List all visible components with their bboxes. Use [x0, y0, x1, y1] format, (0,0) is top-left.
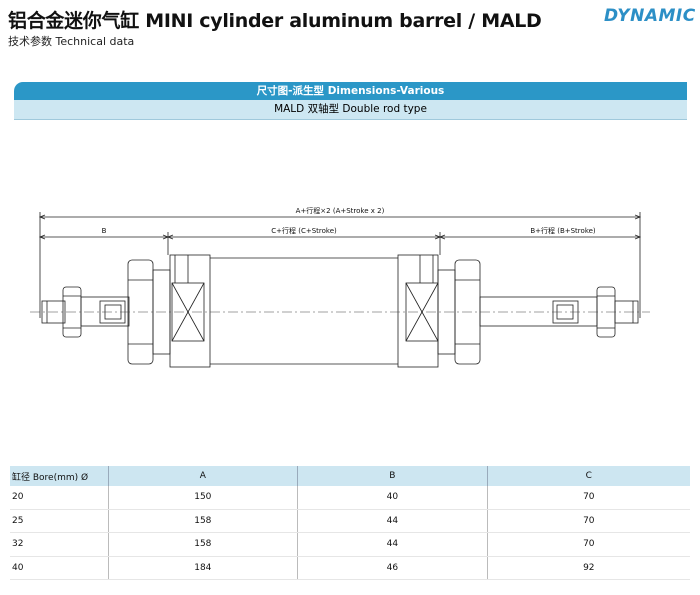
- cell-b: 46: [297, 556, 488, 580]
- cell-bore: 20: [10, 486, 109, 510]
- section-band-subtitle: MALD 双轴型 Double rod type: [14, 100, 687, 120]
- cell-bore: 40: [10, 556, 109, 580]
- cell-b: 44: [297, 532, 488, 557]
- col-header-c: C: [487, 466, 690, 486]
- table-row: 25 158 44 70: [10, 509, 690, 533]
- cell-c: 70: [487, 532, 690, 557]
- cell-a: 158: [108, 509, 299, 533]
- cell-bore: 25: [10, 509, 109, 533]
- table-row: 20 150 40 70: [10, 486, 690, 510]
- dimension-table: 缸径 Bore(mm) Ø A B C 20 150 40 70 25 158 …: [10, 466, 690, 580]
- col-header-bore: 缸径 Bore(mm) Ø: [10, 466, 109, 486]
- section-band-title: 尺寸图-派生型 Dimensions-Various: [14, 82, 687, 100]
- cell-a: 150: [108, 486, 299, 510]
- cell-bore: 32: [10, 532, 109, 557]
- cylinder-drawing: A+行程×2 (A+Stroke x 2) B C+行程 (C+Stroke) …: [30, 206, 650, 368]
- dim-label-b-stroke: B+行程 (B+Stroke): [530, 226, 596, 235]
- dim-label-total: A+行程×2 (A+Stroke x 2): [296, 206, 385, 215]
- dim-label-c: C+行程 (C+Stroke): [271, 226, 337, 235]
- page-subtitle: 技术参数 Technical data: [8, 35, 135, 48]
- col-header-a: A: [108, 466, 299, 486]
- table-row: 40 184 46 92: [10, 556, 690, 580]
- cell-c: 92: [487, 556, 690, 580]
- col-header-b: B: [297, 466, 488, 486]
- cell-a: 184: [108, 556, 299, 580]
- brand-logo: DYNAMIC: [604, 6, 696, 26]
- page-title: 铝合金迷你气缸 MINI cylinder aluminum barrel / …: [8, 10, 542, 32]
- dim-label-b: B: [102, 227, 107, 235]
- cell-a: 158: [108, 532, 299, 557]
- cell-c: 70: [487, 509, 690, 533]
- cell-b: 44: [297, 509, 488, 533]
- table-header-row: 缸径 Bore(mm) Ø A B C: [10, 466, 690, 486]
- table-row: 32 158 44 70: [10, 532, 690, 557]
- cell-b: 40: [297, 486, 488, 510]
- cell-c: 70: [487, 486, 690, 510]
